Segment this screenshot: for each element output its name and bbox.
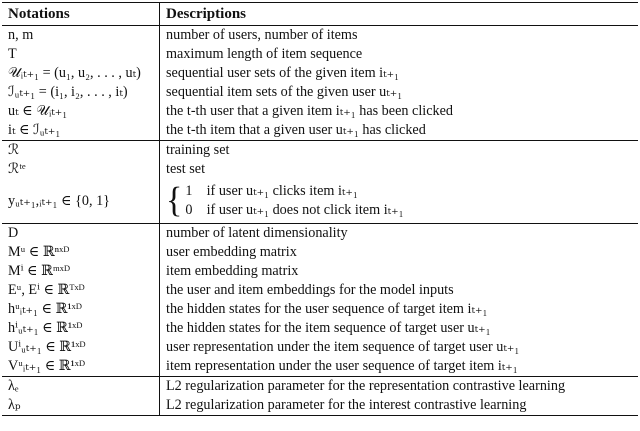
description-cell: training set <box>159 140 638 160</box>
notation-cell: hⁱᵤₜ₊₁ ∈ ℝ¹ˣᴰ <box>2 319 160 338</box>
piecewise-definition: { 1 if user uₜ₊₁ clicks item iₜ₊₁ 0 if u… <box>166 182 404 220</box>
table-row: ℛ training set <box>2 140 638 160</box>
case-value: 1 <box>185 183 193 199</box>
notation-cell: ℛ <box>2 140 160 160</box>
description-cell: L2 regularization parameter for the repr… <box>159 376 638 396</box>
notation-cell: uₜ ∈ 𝒰ᵢₜ₊₁ <box>2 102 160 121</box>
table-row: hⁱᵤₜ₊₁ ∈ ℝ¹ˣᴰ the hidden states for the … <box>2 319 638 338</box>
case-condition: if user uₜ₊₁ does not click item iₜ₊₁ <box>206 202 404 218</box>
description-cell: item representation under the user seque… <box>166 358 518 374</box>
description-cell: the hidden states for the user sequence … <box>166 301 488 317</box>
table-row: Mᵘ ∈ ℝⁿˣᴰ user embedding matrix <box>2 243 638 262</box>
table-row: uₜ ∈ 𝒰ᵢₜ₊₁ the t-th user that a given it… <box>2 102 638 121</box>
notation-cell: T <box>2 45 160 64</box>
description-cell: the t-th item that a given user uₜ₊₁ has… <box>166 122 426 138</box>
description-cell: L2 regularization parameter for the inte… <box>159 396 638 416</box>
table-row: hᵘᵢₜ₊₁ ∈ ℝ¹ˣᴰ the hidden states for the … <box>2 300 638 319</box>
notation-cell: λₑ <box>2 376 160 396</box>
table-row: Uⁱᵤₜ₊₁ ∈ ℝ¹ˣᴰ user representation under … <box>2 338 638 357</box>
notation-cell: Eᵘ, Eⁱ ∈ ℝᵀˣᴰ <box>2 281 160 300</box>
description-cell: number of users, number of items <box>166 27 358 43</box>
description-cell: item embedding matrix <box>166 263 299 279</box>
table-row: λₚ L2 regularization parameter for the i… <box>2 396 638 416</box>
notation-cell: D <box>2 223 160 243</box>
piecewise-row: yᵤₜ₊₁,ᵢₜ₊₁ ∈ {0, 1} { 1 if user uₜ₊₁ cli… <box>2 179 638 224</box>
notation-cell: λₚ <box>2 396 160 416</box>
description-cell: the user and item embeddings for the mod… <box>166 282 454 298</box>
notation-cell: yᵤₜ₊₁,ᵢₜ₊₁ ∈ {0, 1} <box>2 179 160 224</box>
piecewise-cases: 1 if user uₜ₊₁ clicks item iₜ₊₁ 0 if use… <box>185 182 403 220</box>
table-row: D number of latent dimensionality <box>2 223 638 243</box>
table-row: iₜ ∈ ℐᵤₜ₊₁ the t-th item that a given us… <box>2 121 638 141</box>
description-cell: user embedding matrix <box>166 244 297 260</box>
notation-cell: 𝒰ᵢₜ₊₁ = (u₁, u₂, . . . , uₜ) <box>2 64 160 83</box>
table-row: n, m number of users, number of items <box>2 25 638 45</box>
description-cell: number of latent dimensionality <box>159 223 638 243</box>
description-cell: the hidden states for the item sequence … <box>166 320 491 336</box>
header-notations: Notations <box>2 2 160 26</box>
table-row: T maximum length of item sequence <box>2 45 638 64</box>
table-row: Mⁱ ∈ ℝᵐˣᴰ item embedding matrix <box>2 262 638 281</box>
description-cell: sequential user sets of the given item i… <box>166 65 400 81</box>
notation-cell: ℐᵤₜ₊₁ = (i₁, i₂, . . . , iₜ) <box>2 83 160 102</box>
case-condition: if user uₜ₊₁ clicks item iₜ₊₁ <box>206 183 358 199</box>
notation-cell: Mⁱ ∈ ℝᵐˣᴰ <box>2 262 160 281</box>
table-row: ℛᵗᵉ test set <box>2 160 638 179</box>
case-line: 0 if user uₜ₊₁ does not click item iₜ₊₁ <box>185 201 403 220</box>
description-cell: maximum length of item sequence <box>166 46 363 62</box>
case-line: 1 if user uₜ₊₁ clicks item iₜ₊₁ <box>185 182 403 201</box>
description-cell: { 1 if user uₜ₊₁ clicks item iₜ₊₁ 0 if u… <box>160 179 639 224</box>
table-row: ℐᵤₜ₊₁ = (i₁, i₂, . . . , iₜ) sequential … <box>2 83 638 102</box>
notation-table: Notations Descriptions n, m number of us… <box>2 2 638 416</box>
header-descriptions: Descriptions <box>159 2 638 26</box>
notation-cell: hᵘᵢₜ₊₁ ∈ ℝ¹ˣᴰ <box>2 300 160 319</box>
description-cell: the t-th user that a given item iₜ₊₁ has… <box>166 103 453 119</box>
notation-cell: iₜ ∈ ℐᵤₜ₊₁ <box>2 121 160 141</box>
notation-cell: Vᵘᵢₜ₊₁ ∈ ℝ¹ˣᴰ <box>2 357 160 377</box>
notation-cell: Uⁱᵤₜ₊₁ ∈ ℝ¹ˣᴰ <box>2 338 160 357</box>
table-row: 𝒰ᵢₜ₊₁ = (u₁, u₂, . . . , uₜ) sequential … <box>2 64 638 83</box>
notation-cell: ℛᵗᵉ <box>2 160 160 179</box>
description-cell: test set <box>166 161 206 177</box>
left-brace: { <box>166 181 183 220</box>
table-row: λₑ L2 regularization parameter for the r… <box>2 376 638 396</box>
table-row: Eᵘ, Eⁱ ∈ ℝᵀˣᴰ the user and item embeddin… <box>2 281 638 300</box>
notation-cell: Mᵘ ∈ ℝⁿˣᴰ <box>2 243 160 262</box>
header-row: Notations Descriptions <box>2 2 638 26</box>
table-row: Vᵘᵢₜ₊₁ ∈ ℝ¹ˣᴰ item representation under … <box>2 357 638 377</box>
case-value: 0 <box>185 202 193 218</box>
description-cell: sequential item sets of the given user u… <box>166 84 403 100</box>
notation-cell: n, m <box>2 25 160 45</box>
description-cell: user representation under the item seque… <box>166 339 520 355</box>
